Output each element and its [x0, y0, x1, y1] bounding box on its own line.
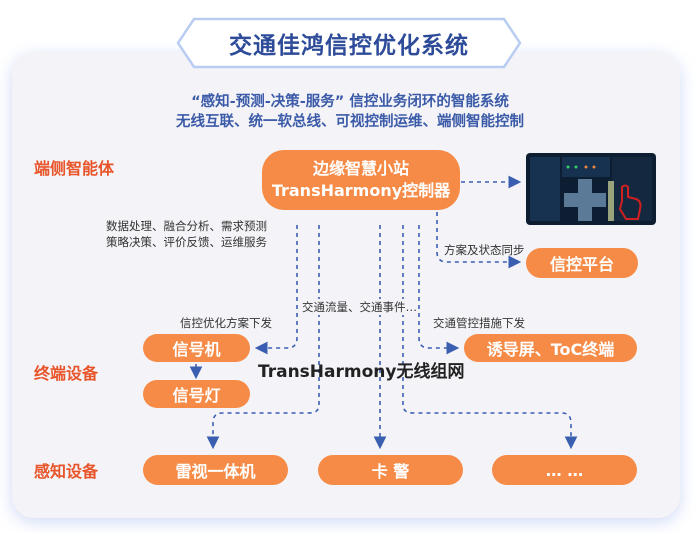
sensor-radar-video[interactable]: 雷视一体机: [143, 455, 288, 485]
guidance-terminal-node[interactable]: 诱导屏、ToC终端: [464, 334, 637, 362]
edge-functions-line-2: 策略决策、评价反馈、运维服务: [106, 235, 267, 249]
signal-light-node[interactable]: 信号灯: [143, 380, 250, 408]
control-dispatch-label: 交通管控措施下发: [433, 316, 525, 330]
plan-dispatch-label: 信控优化方案下发: [180, 316, 272, 330]
hand-pointer-icon: [618, 184, 642, 220]
platform-node[interactable]: 信控平台: [526, 248, 638, 278]
sensor-checkpoint-camera[interactable]: 卡 警: [318, 455, 463, 485]
subtitle-line-1: “感知-预测-决策-服务” 信控业务闭环的智能系统: [191, 94, 509, 110]
arrow-to-guidance: [418, 225, 460, 355]
title-banner: 交通佳鸿信控优化系统: [176, 17, 522, 69]
layer-label-sensing: 感知设备: [34, 462, 99, 481]
edge-functions-line-1: 数据处理、融合分析、需求预测: [106, 219, 267, 233]
signal-controller-node[interactable]: 信号机: [143, 334, 250, 362]
wireless-network-label: TransHarmony无线组网: [258, 362, 465, 382]
sensor-more[interactable]: … …: [492, 455, 637, 485]
sync-label: 方案及状态同步: [444, 243, 525, 257]
arrow-to-signal-controller: [254, 225, 298, 355]
traffic-data-label: 交通流量、交通事件…: [302, 299, 417, 315]
edge-station-name: 边缘智慧小站: [312, 159, 409, 178]
subtitle-line-2: 无线互联、统一软总线、可视控制运维、端侧智能控制: [176, 114, 524, 130]
dashboard-screenshot: [526, 153, 656, 225]
banner-shape: [176, 17, 522, 69]
arrow-to-platform: [436, 212, 522, 269]
edge-station-controller: TransHarmony控制器: [271, 181, 451, 200]
edge-station-node[interactable]: 边缘智慧小站 TransHarmony控制器: [262, 150, 460, 210]
layer-label-terminal: 终端设备: [34, 364, 99, 383]
page-title: 交通佳鸿信控优化系统: [229, 33, 469, 59]
layer-label-edge: 端侧智能体: [34, 159, 115, 178]
arrow-to-others: [402, 225, 578, 450]
dashboard-image: [530, 157, 652, 221]
